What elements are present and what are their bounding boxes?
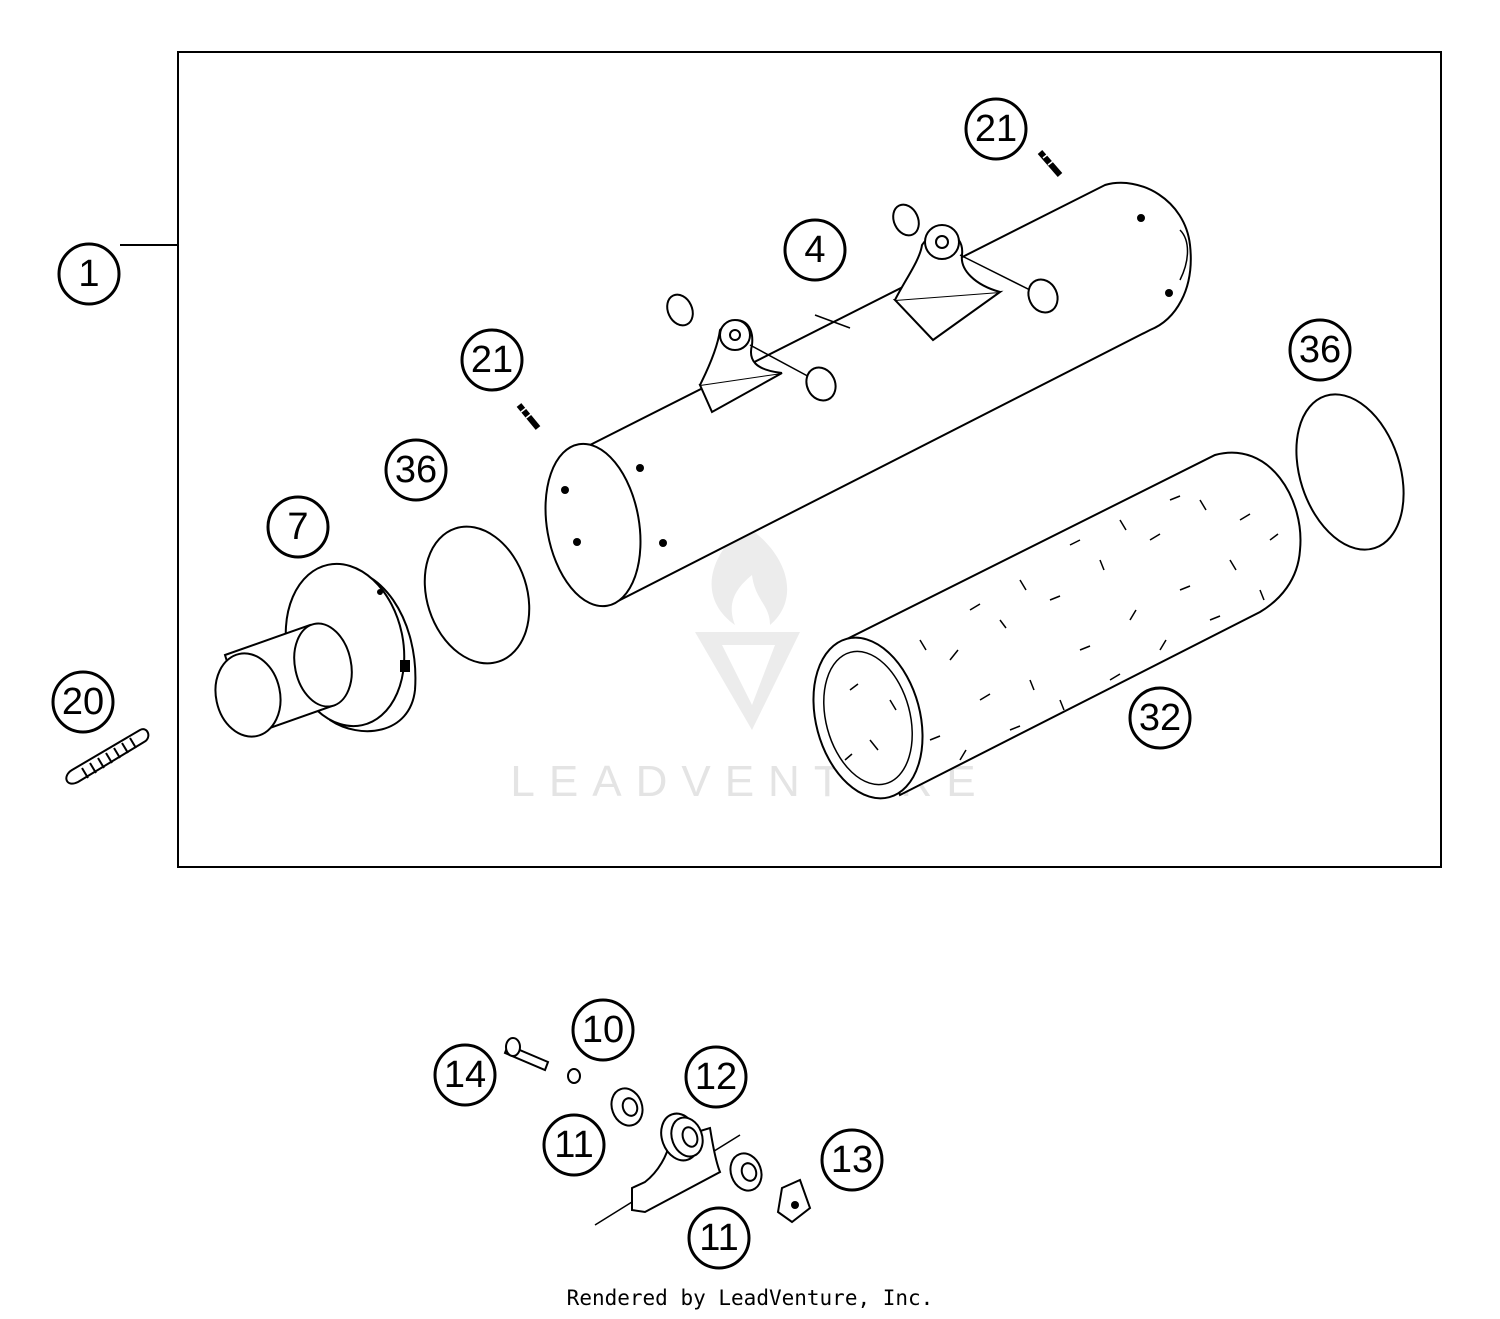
callout-36-left: 36	[384, 438, 448, 502]
silencer-body	[544, 181, 1192, 608]
callout-21-left: 21	[460, 328, 524, 392]
end-cap	[214, 562, 417, 738]
svg-text:21: 21	[471, 339, 513, 381]
callout-36-right: 36	[1288, 318, 1352, 382]
callout-1: 1	[57, 242, 121, 306]
callout-13: 13	[820, 1128, 884, 1192]
svg-text:10: 10	[582, 1009, 624, 1051]
callout-7: 7	[266, 495, 330, 559]
svg-text:4: 4	[804, 229, 825, 271]
gasket-right	[1295, 393, 1405, 551]
callout-12: 12	[684, 1045, 748, 1109]
insulation-wool	[812, 451, 1302, 800]
bolt-21-right	[1037, 150, 1063, 177]
callout-11-lower: 11	[687, 1206, 751, 1270]
svg-text:1: 1	[78, 253, 99, 295]
watermark-v-icon	[695, 632, 800, 730]
callout-4: 4	[783, 218, 847, 282]
svg-text:11: 11	[699, 1217, 738, 1259]
bolt-21-left	[516, 403, 541, 430]
svg-text:13: 13	[831, 1139, 873, 1181]
svg-text:12: 12	[695, 1056, 737, 1098]
callout-14: 14	[433, 1043, 497, 1107]
mounting-bracket-detail	[503, 1037, 812, 1226]
spring-20	[65, 728, 150, 785]
render-credit: Rendered by LeadVenture, Inc.	[566, 1286, 934, 1310]
callout-20: 20	[51, 670, 115, 734]
assembly-frame	[177, 51, 1442, 868]
watermark-flame-icon	[711, 525, 788, 625]
svg-text:7: 7	[287, 506, 308, 548]
svg-text:21: 21	[975, 108, 1017, 150]
svg-text:36: 36	[395, 449, 437, 491]
svg-text:14: 14	[444, 1054, 486, 1096]
callout-10: 10	[571, 998, 635, 1062]
callout-21-right: 21	[964, 97, 1028, 161]
svg-text:36: 36	[1299, 329, 1341, 371]
svg-text:32: 32	[1139, 697, 1181, 739]
callout-32: 32	[1128, 686, 1192, 750]
svg-text:20: 20	[62, 681, 104, 723]
callout-11-upper: 11	[542, 1113, 606, 1177]
gasket-left	[423, 525, 531, 665]
svg-text:11: 11	[554, 1124, 593, 1166]
